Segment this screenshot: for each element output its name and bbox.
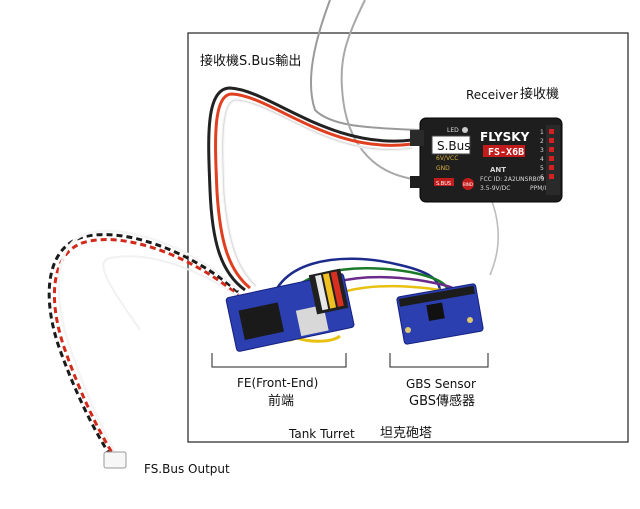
gbs-label: GBS Sensor <box>406 377 476 391</box>
antenna-wire-1 <box>309 0 421 131</box>
fsbus-output-label: FS.Bus Output <box>144 462 230 476</box>
receiver-sbus-pin: S.BUS <box>436 181 451 187</box>
receiver-led <box>462 127 468 133</box>
receiver-pin-number: 2 <box>540 138 544 145</box>
receiver-model-plate <box>483 145 525 157</box>
fsbus-connector <box>103 451 127 469</box>
receiver-pin <box>549 138 554 143</box>
tank-turret-label-cn: 坦克砲塔 <box>380 426 433 441</box>
turret-frame <box>187 32 629 443</box>
receiver-ppm: PPM/I <box>530 185 546 192</box>
fe-label: FE(Front-End) <box>237 376 319 390</box>
receiver-led-label: LED <box>447 127 459 134</box>
fe-bracket <box>211 353 347 368</box>
receiver-pin-number: 4 <box>540 156 544 163</box>
fe-board <box>225 268 355 352</box>
receiver-pin <box>549 156 554 161</box>
receiver-voltage: 3.5-9V/DC <box>480 185 510 192</box>
receiver-sbus-stub <box>410 130 424 146</box>
sbus-cable <box>207 86 413 292</box>
receiver-pin-number: 3 <box>540 147 544 154</box>
receiver-cable-stub <box>410 176 424 188</box>
receiver-sbus-output-label: 接收機S.Bus輸出 <box>200 54 302 69</box>
receiver-brand: FLYSKY <box>480 130 530 144</box>
receiver-pin-number: 1 <box>540 129 544 136</box>
receiver-pin <box>549 147 554 152</box>
antenna-wire-2 <box>340 0 421 181</box>
receiver-pin-numbers: 1 2 3 4 5 6 <box>540 129 554 181</box>
receiver-pin-number: 6 <box>540 174 544 181</box>
receiver-bind-button <box>462 178 474 190</box>
receiver-bind: BIND <box>463 182 473 187</box>
receiver-fcc: FCC ID: 2A2UNSRB09 <box>480 176 545 183</box>
receiver-sbus-pin-plate <box>434 178 454 186</box>
fe-label-cn: 前端 <box>268 394 295 409</box>
receiver-label-cn: 接收機 <box>520 87 560 102</box>
fsbus-cable <box>47 229 241 459</box>
receiver-vcc-label: 6V/VCC <box>436 155 458 162</box>
receiver-logo: ANT <box>490 166 506 174</box>
gbs-label-cn: GBS傳感器 <box>409 394 476 409</box>
receiver-pin <box>549 129 554 134</box>
gbs-board <box>396 283 484 345</box>
receiver-label: Receiver <box>466 88 518 102</box>
sbus-tag: S.Bus <box>437 139 471 153</box>
receiver-gnd-label: GND <box>436 165 450 172</box>
receiver-pin <box>549 174 554 179</box>
tank-turret-label: Tank Turret <box>289 427 355 441</box>
receiver-pin <box>549 165 554 170</box>
gbs-bracket <box>389 353 489 368</box>
receiver-model: FS-X6B <box>488 147 524 158</box>
sbus-tag-box <box>431 135 471 155</box>
receiver-pin-number: 5 <box>540 165 544 172</box>
